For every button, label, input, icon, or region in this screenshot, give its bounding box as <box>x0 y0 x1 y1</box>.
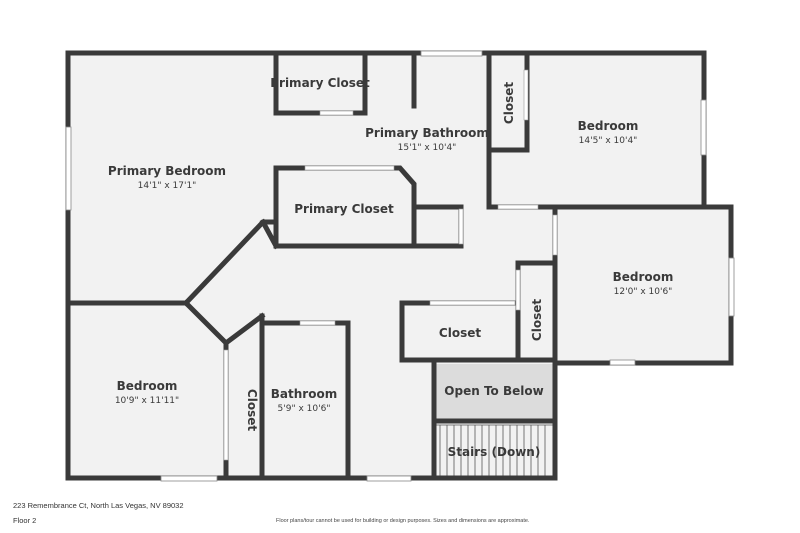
room-name-closet-bottom: Closet <box>245 389 259 431</box>
room-name-open-to-below: Open To Below <box>444 384 543 398</box>
room-name-primary-closet-top: Primary Closet <box>270 76 370 90</box>
room-name-stairs: Stairs (Down) <box>448 445 541 459</box>
room-labels: Primary Bedroom 14'1" x 17'1" Primary Cl… <box>108 76 673 459</box>
room-dims-bedroom-right: 12'0" x 10'6" <box>614 287 673 297</box>
stairs-treads <box>434 424 553 477</box>
open-to-below-area <box>436 364 553 419</box>
windows <box>65 50 735 482</box>
room-dims-bedroom-top-right: 14'5" x 10'4" <box>579 136 638 146</box>
room-dims-bedroom-bottom-left: 10'9" x 11'11" <box>115 396 179 406</box>
room-name-bedroom-top-right: Bedroom <box>578 119 639 133</box>
room-dims-primary-bathroom: 15'1" x 10'4" <box>398 143 457 153</box>
room-dims-bathroom: 5'9" x 10'6" <box>278 404 331 414</box>
door-openings <box>223 69 558 461</box>
floor-area <box>68 53 731 478</box>
room-name-bathroom: Bathroom <box>271 387 337 401</box>
room-name-bedroom-bottom-left: Bedroom <box>117 379 178 393</box>
room-name-primary-bathroom: Primary Bathroom <box>365 126 489 140</box>
room-dims-primary-bedroom: 14'1" x 17'1" <box>138 181 197 191</box>
address-text: 223 Remembrance Ct, North Las Vegas, NV … <box>13 501 184 510</box>
room-name-closet-mid: Closet <box>439 326 481 340</box>
room-name-bedroom-right: Bedroom <box>613 270 674 284</box>
room-name-primary-bedroom: Primary Bedroom <box>108 164 226 178</box>
room-name-closet-vertical-right: Closet <box>530 299 544 341</box>
room-name-primary-closet-mid: Primary Closet <box>294 202 394 216</box>
disclaimer-text: Floor plans/tour cannot be used for buil… <box>276 518 530 524</box>
floor-label: Floor 2 <box>13 516 37 525</box>
room-name-closet-top: Closet <box>502 82 516 124</box>
